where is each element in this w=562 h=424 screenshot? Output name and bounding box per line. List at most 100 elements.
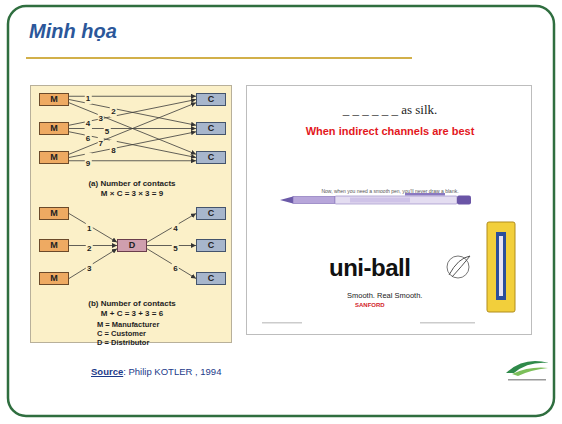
- callout-number: 5: [105, 127, 109, 136]
- source-citation: : Philip KOTLER , 1994: [123, 366, 221, 377]
- ad-body-copy: Now, when you need a smooth pen, you'll …: [321, 189, 458, 195]
- logo-ring: [447, 256, 469, 278]
- logo-swoosh: [512, 368, 548, 376]
- maker-name: SANFORD: [355, 302, 385, 309]
- box-letter: C: [208, 124, 215, 133]
- label-patch: 6: [85, 128, 91, 144]
- callout-number: 3: [99, 114, 103, 123]
- diagram-caption: (b) Number of contacts: [88, 299, 176, 308]
- manufacturer-box: M: [39, 239, 69, 252]
- panel-ground: [30, 85, 232, 343]
- key-line: C = Customer: [97, 330, 146, 339]
- label-patch: 9: [85, 153, 91, 169]
- callout-number: 3: [87, 264, 91, 273]
- callout-number: 2: [111, 107, 115, 116]
- box-letter: M: [50, 124, 58, 133]
- manufacturer-box: M: [39, 93, 69, 106]
- box-letter: M: [50, 209, 58, 218]
- brand-logo: [447, 256, 470, 278]
- box-letter: M: [50, 241, 58, 250]
- logo-feather: [449, 256, 470, 277]
- customer-box: C: [196, 151, 226, 164]
- label-patch: 3: [86, 258, 92, 274]
- customer-box: C: [196, 272, 226, 285]
- package-card: [487, 222, 515, 312]
- box-letter: M: [50, 95, 58, 104]
- callout-number: 6: [86, 134, 90, 143]
- callout-number: 9: [86, 159, 90, 168]
- text-slot: (b) Number of contacts: [31, 292, 233, 310]
- manufacturer-box: M: [39, 122, 69, 135]
- label-patch: 7: [98, 133, 104, 149]
- slide-title: Minh họa: [29, 20, 117, 42]
- title-rule: [26, 57, 412, 59]
- callout-number: 8: [111, 146, 115, 155]
- callout-number: 6: [173, 264, 177, 273]
- text-slot: (a) Number of contacts: [31, 172, 233, 190]
- package-pen: [499, 236, 503, 296]
- box-letter: C: [208, 241, 215, 250]
- callout-number: 4: [173, 224, 177, 233]
- callout-number: 1: [86, 94, 90, 103]
- contact-line: [69, 249, 117, 279]
- callout-number: 2: [87, 244, 91, 253]
- contact-line: [69, 214, 117, 243]
- key-line: M = Manufacturer: [97, 321, 159, 330]
- package-strip: [496, 232, 506, 300]
- pen-barrel: [335, 196, 457, 204]
- slide-frame: [8, 6, 554, 416]
- customer-box: C: [196, 207, 226, 220]
- label-patch: 1: [85, 88, 91, 104]
- channel-diagram-panel: (a) Number of contactsM × C = 3 × 3 = 9 (…: [30, 85, 232, 343]
- source-line: Source: Philip KOTLER , 1994: [91, 361, 221, 379]
- pen-package: [487, 222, 515, 312]
- contact-formula: M + C = 3 + 3 = 6: [101, 309, 163, 318]
- key-line: D = Distributor: [97, 339, 149, 348]
- callout-number: 1: [87, 224, 91, 233]
- label-patch: 6: [172, 258, 178, 274]
- callout-number: 5: [173, 244, 177, 253]
- label-patch: 2: [110, 101, 116, 117]
- box-letter: D: [129, 241, 136, 250]
- ad-headline: _ _ _ _ _ _ as silk.: [343, 103, 438, 118]
- box-letter: C: [208, 209, 215, 218]
- contact-formula: M × C = 3 × 3 = 9: [101, 189, 163, 198]
- fine-print: [420, 322, 475, 324]
- label-patch: 5: [172, 238, 178, 254]
- pen-illustration: [280, 193, 471, 205]
- label-patch: 2: [86, 238, 92, 254]
- contact-line: [69, 245, 117, 246]
- title-holder: Minh họa: [29, 20, 117, 43]
- box-letter: M: [50, 274, 58, 283]
- label-patch: 1: [86, 218, 92, 234]
- text-slot: Smooth. Real Smooth.: [347, 284, 422, 302]
- box-letter: C: [208, 153, 215, 162]
- diagram-caption: (a) Number of contacts: [88, 179, 175, 188]
- distributor-box: D: [117, 239, 147, 252]
- customer-box: C: [196, 93, 226, 106]
- manufacturer-box: M: [39, 207, 69, 220]
- text-slot: uni-ball: [329, 254, 410, 282]
- pen-cap: [457, 196, 471, 205]
- text-slot: _ _ _ _ _ _ as silk.: [247, 100, 533, 118]
- label-patch: 4: [172, 218, 178, 234]
- fine-print: [262, 322, 302, 324]
- contact-line: [69, 103, 196, 155]
- brand-slogan: Smooth. Real Smooth.: [347, 292, 422, 301]
- box-letter: M: [50, 153, 58, 162]
- manufacturer-box: M: [39, 151, 69, 164]
- contact-line: [69, 103, 196, 155]
- label-patch: 5: [104, 121, 110, 137]
- manufacturer-box: M: [39, 272, 69, 285]
- box-letter: C: [208, 95, 215, 104]
- source-tag: Source: [91, 366, 123, 377]
- pen-tip: [280, 197, 293, 204]
- label-patch: 8: [110, 140, 116, 156]
- text-slot: Now, when you need a smooth pen, you'll …: [247, 179, 533, 197]
- callout-number: 7: [99, 139, 103, 148]
- customer-box: C: [196, 122, 226, 135]
- pen-grip: [293, 197, 335, 204]
